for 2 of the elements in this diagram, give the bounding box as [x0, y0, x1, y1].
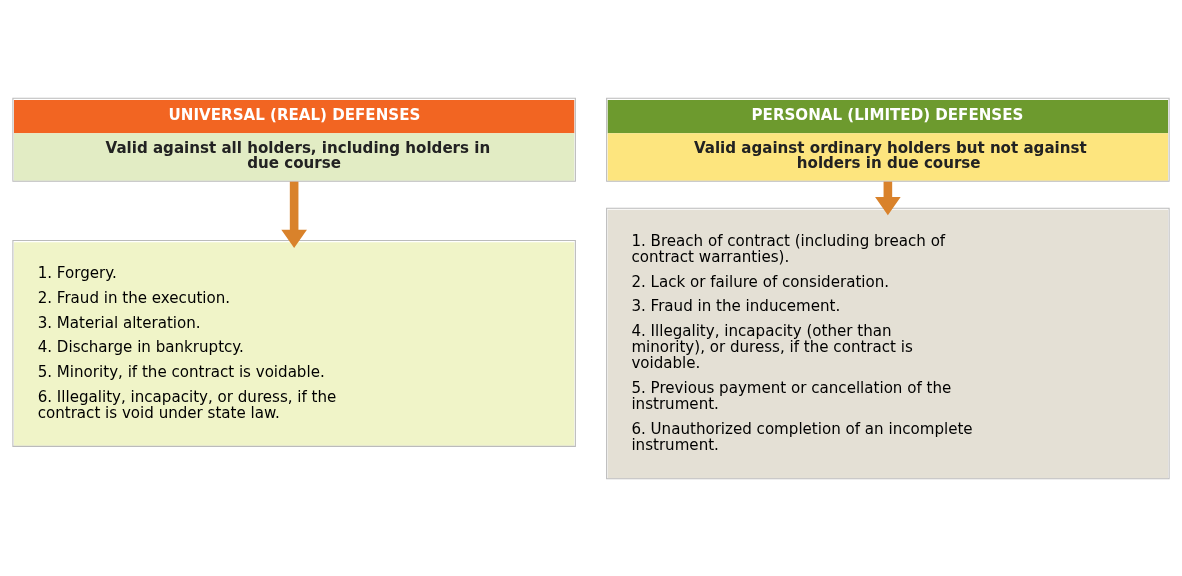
- arrow: [281, 181, 307, 248]
- arrow: [875, 181, 901, 215]
